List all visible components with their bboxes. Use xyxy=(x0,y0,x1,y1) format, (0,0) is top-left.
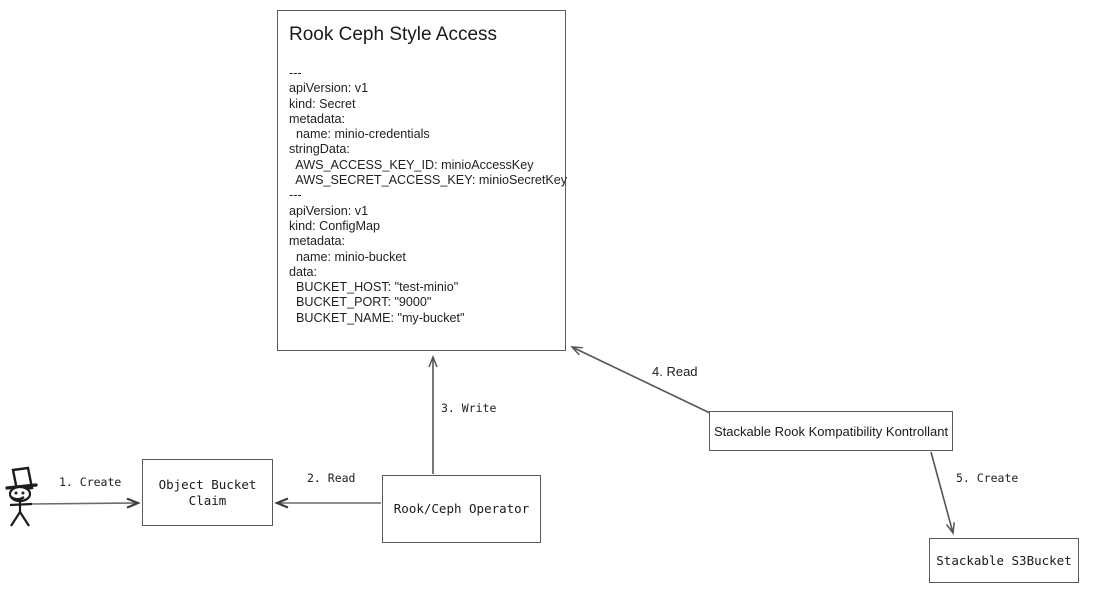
node-rook-ceph-operator: Rook/Ceph Operator xyxy=(382,475,541,543)
node-object-bucket-claim: Object Bucket Claim xyxy=(142,459,273,526)
edge-label-4-read: 4. Read xyxy=(652,364,698,379)
rook-ceph-style-access-panel: Rook Ceph Style Access --- apiVersion: v… xyxy=(277,10,568,351)
edge-label-3-write: 3. Write xyxy=(441,401,497,415)
edge-create-s3bucket xyxy=(930,451,955,535)
node-stackable-rook-kompatibility-kontrollant: Stackable Rook Kompatibility Kontrollant xyxy=(709,411,953,451)
edge-read-access xyxy=(570,346,713,415)
panel-title: Rook Ceph Style Access xyxy=(289,24,498,45)
edge-label-2-read: 2. Read xyxy=(307,471,356,485)
edge-label-5-create: 5. Create xyxy=(956,471,1019,485)
node-stackable-s3bucket: Stackable S3Bucket xyxy=(929,538,1079,583)
actor-stick-figure-icon xyxy=(5,466,38,527)
panel-yaml-content: --- apiVersion: v1 kind: Secret metadata… xyxy=(289,66,568,325)
edge-label-1-create: 1. Create xyxy=(59,475,122,489)
